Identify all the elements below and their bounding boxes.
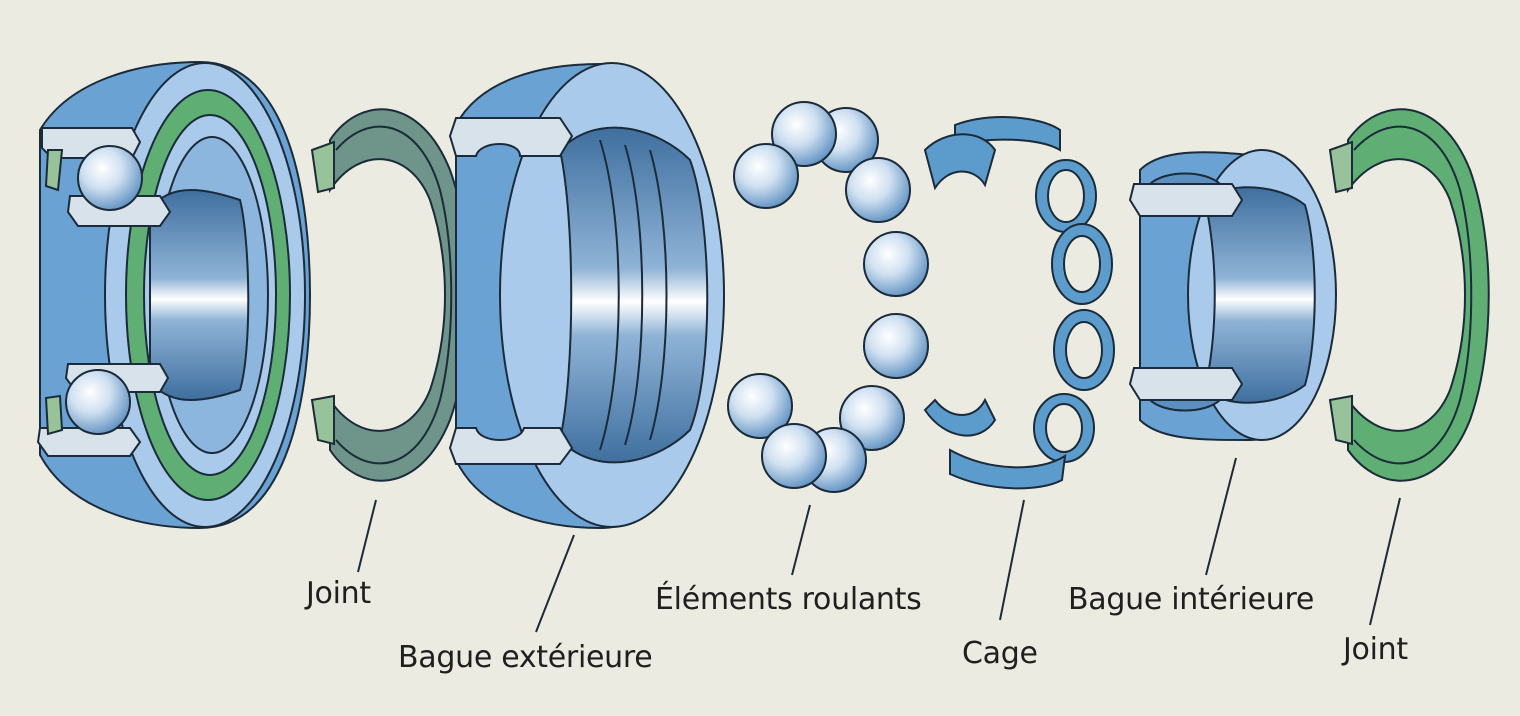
- leader-line-seal-right: [1369, 497, 1401, 626]
- leader-lines: [357, 457, 1401, 633]
- leader-line-seal-left: [357, 499, 377, 573]
- label-seal-left: Joint: [306, 576, 371, 611]
- label-rolling-elements: Éléments roulants: [655, 582, 922, 617]
- label-seal-right: Joint: [1343, 632, 1408, 667]
- leader-line-cage: [999, 499, 1025, 621]
- leader-line-inner-ring: [1205, 457, 1237, 576]
- rolling-elements: [727, 101, 929, 493]
- leader-line-rolling-elements: [791, 504, 811, 576]
- leader-line-outer-ring: [535, 534, 575, 633]
- seal-right: [1328, 108, 1490, 482]
- assembled-bearing: [36, 60, 312, 530]
- outer-ring: [448, 62, 725, 530]
- seal-left: [310, 108, 470, 482]
- label-outer-ring: Bague extérieure: [398, 640, 653, 675]
- ball-icon: [65, 369, 131, 435]
- inner-ring: [1128, 149, 1337, 442]
- ball-icon: [77, 145, 143, 211]
- label-cage: Cage: [962, 636, 1038, 671]
- label-inner-ring: Bague intérieure: [1068, 582, 1315, 617]
- cage: [923, 116, 1115, 490]
